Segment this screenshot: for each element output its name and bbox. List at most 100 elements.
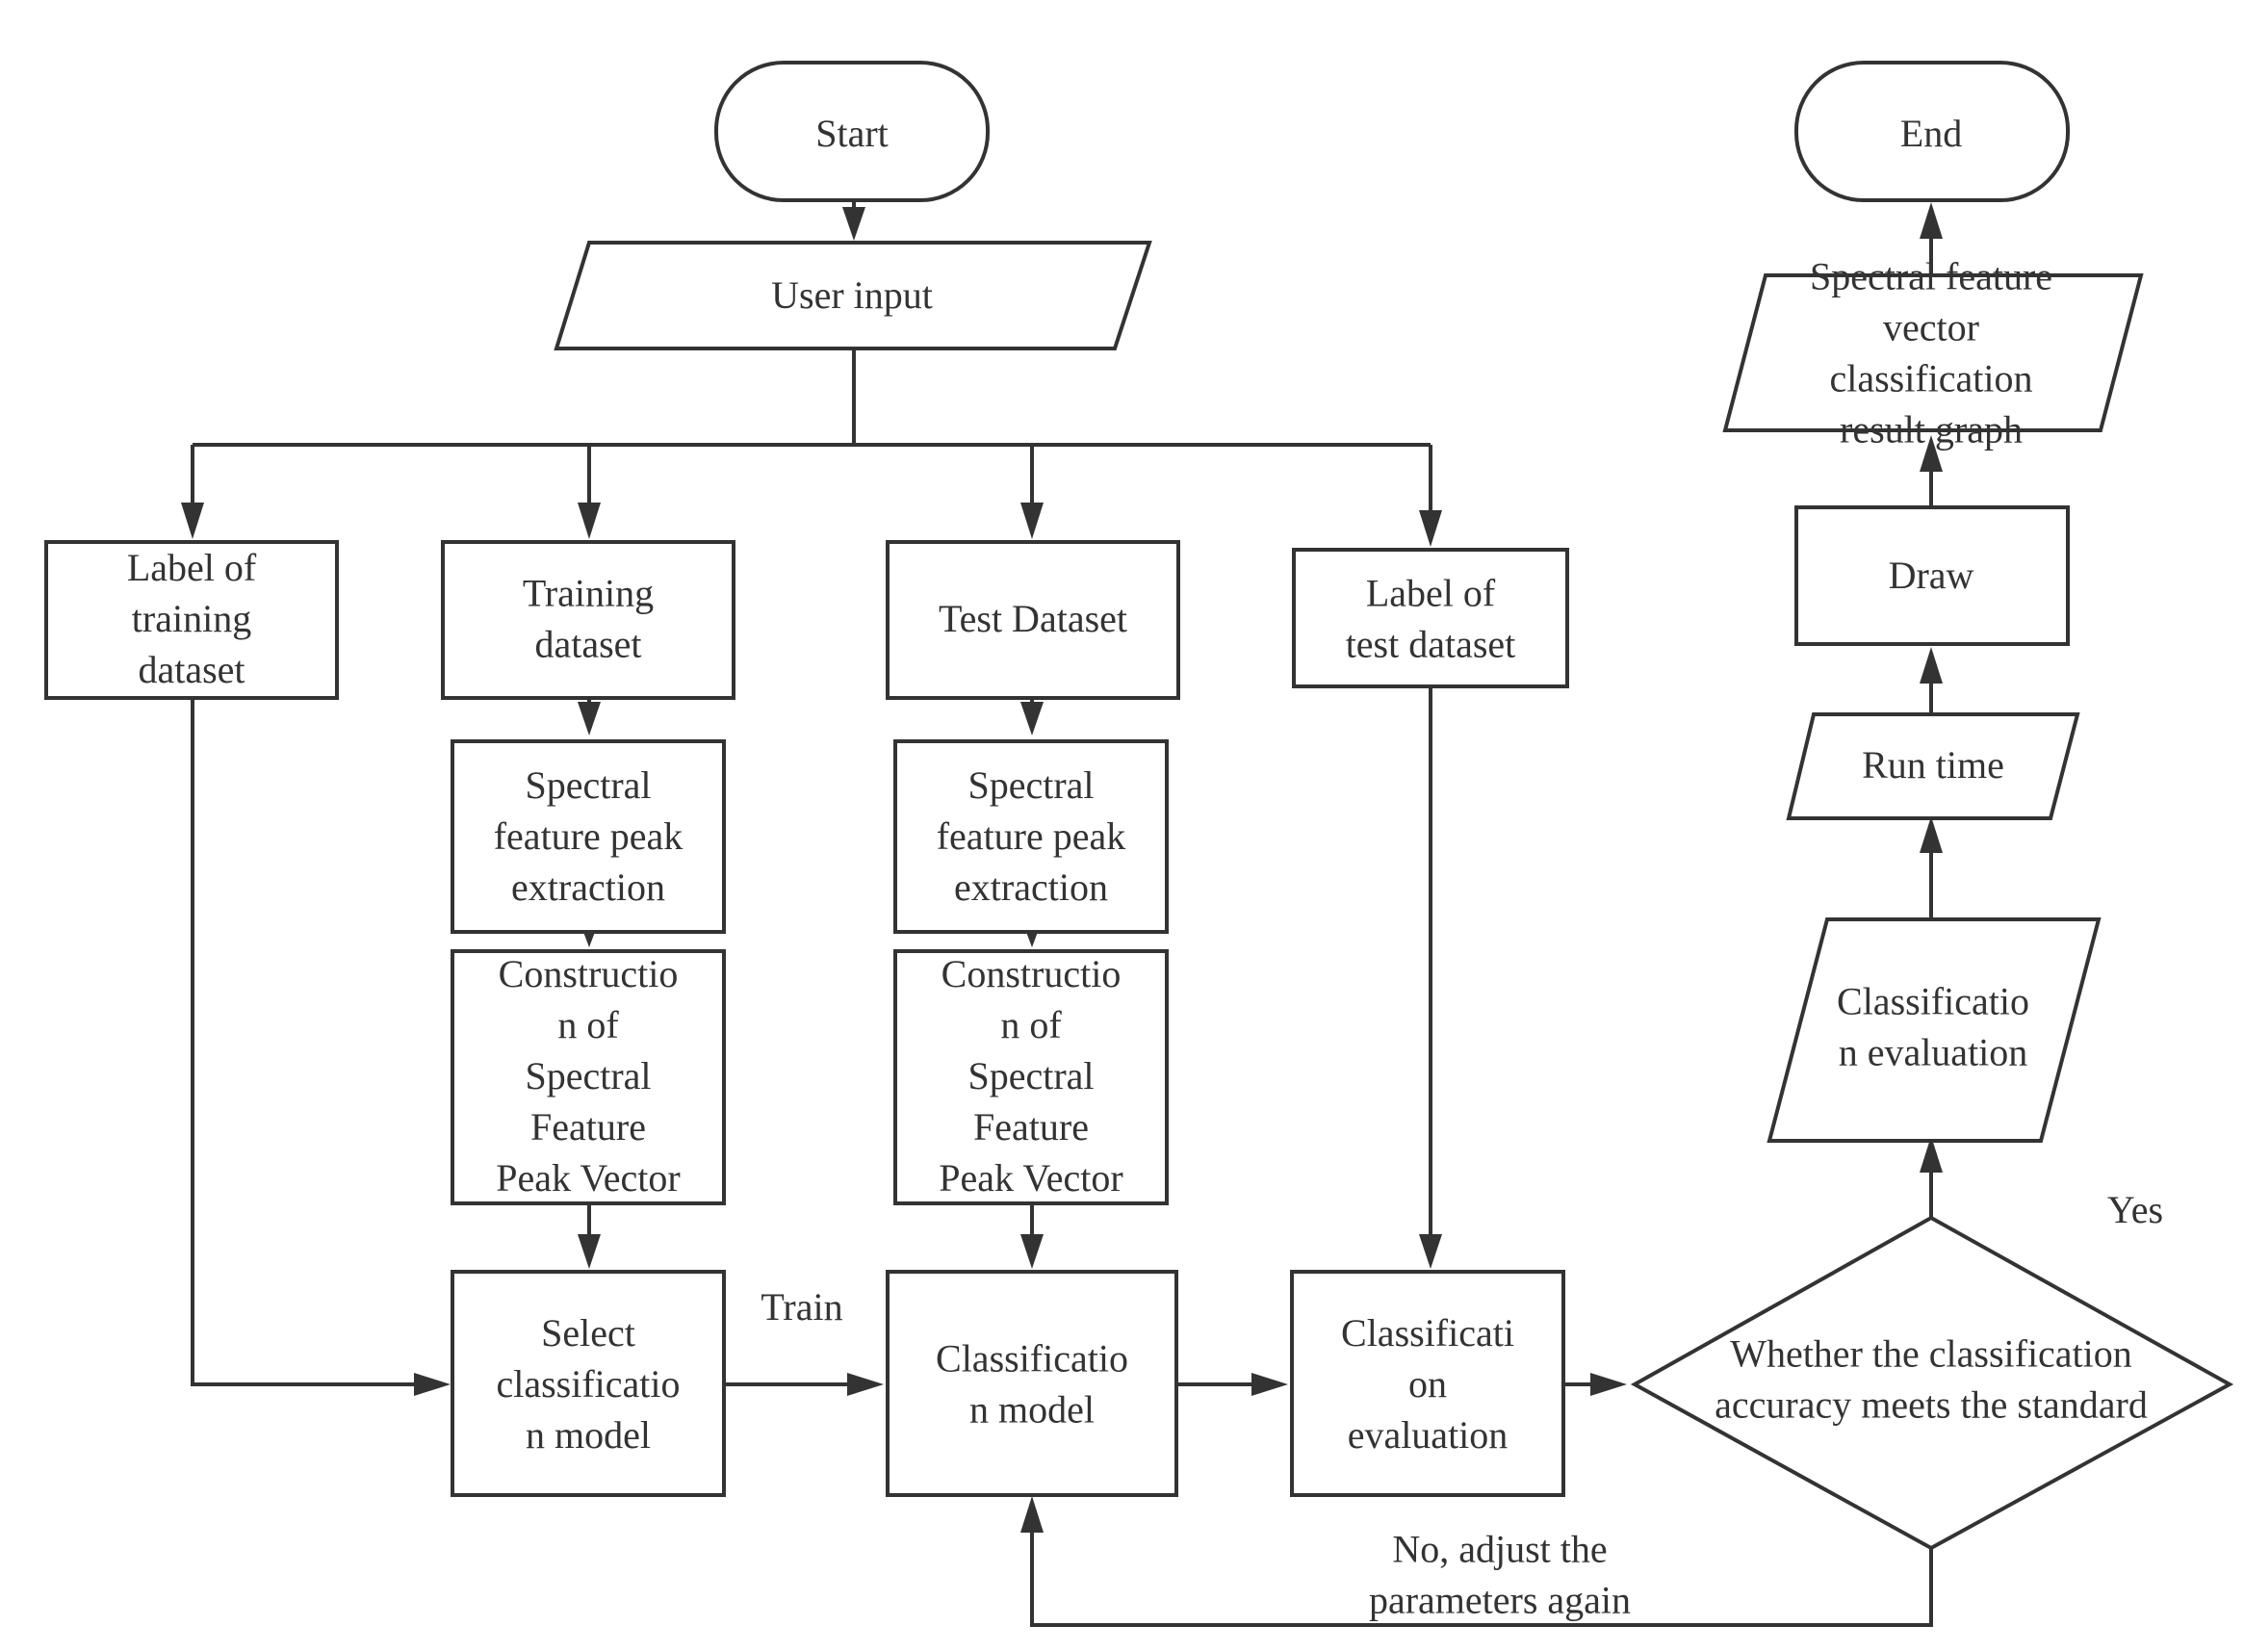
label-line: Spectral feature bbox=[1810, 255, 2052, 298]
label-line: extraction bbox=[954, 865, 1108, 909]
label-line: dataset bbox=[138, 648, 245, 691]
label-line: n evaluation bbox=[1839, 1031, 2028, 1074]
label-line: Spectral bbox=[525, 1054, 651, 1097]
select-model-box bbox=[451, 1270, 726, 1497]
user-input-label: User input bbox=[771, 273, 933, 317]
label-line: Feature bbox=[973, 1105, 1089, 1149]
classification-model-label: Classificatio n model bbox=[936, 1337, 1128, 1432]
arrowhead-down bbox=[1020, 702, 1044, 736]
label-line: n of bbox=[557, 1003, 619, 1046]
label-line: Constructio bbox=[941, 952, 1122, 995]
edge-label-yes: Yes bbox=[2107, 1188, 2163, 1231]
label-line: feature peak bbox=[494, 814, 684, 858]
test-dataset-label: Test Dataset bbox=[939, 597, 1127, 640]
label-line: Classificatio bbox=[1837, 980, 2029, 1023]
classification-model-box bbox=[886, 1270, 1178, 1497]
label-line: Label of bbox=[127, 546, 257, 589]
arrowhead-down bbox=[1419, 510, 1442, 547]
arrowhead-down bbox=[1419, 1234, 1442, 1269]
label-line: accuracy meets the standard bbox=[1715, 1383, 2148, 1427]
construct-train-box bbox=[451, 949, 726, 1205]
label-line: Select bbox=[541, 1311, 635, 1355]
label-line: Spectral bbox=[525, 763, 651, 807]
label-line: classificatio bbox=[496, 1362, 680, 1406]
label-line: Run time bbox=[1862, 743, 2004, 787]
arrowhead-up bbox=[1920, 816, 1943, 853]
edge-decision-no bbox=[1030, 1521, 1933, 1627]
label-line: Label of bbox=[1366, 572, 1496, 615]
arrowhead-right bbox=[1590, 1373, 1627, 1396]
label-line: Classificati bbox=[1341, 1311, 1514, 1355]
run-time-label: Run time bbox=[1862, 743, 2004, 787]
select-model-label: Select classificatio n model bbox=[496, 1311, 680, 1457]
nodes bbox=[44, 61, 2234, 1551]
label-line: n model bbox=[526, 1413, 651, 1457]
label-line: feature peak bbox=[937, 814, 1126, 858]
arrowhead-down bbox=[578, 702, 601, 736]
label-line: on bbox=[1408, 1362, 1447, 1406]
start-label: Start bbox=[815, 112, 889, 155]
label-line: training bbox=[132, 597, 251, 640]
label-line: Feature bbox=[530, 1105, 646, 1149]
label-line: End bbox=[1900, 112, 1962, 155]
eval-output-label: Classificatio n evaluation bbox=[1837, 980, 2029, 1074]
label-line: User input bbox=[771, 273, 933, 317]
label-line: Peak Vector bbox=[496, 1156, 680, 1200]
arrowhead-down bbox=[578, 1234, 601, 1269]
user-input-parallelogram bbox=[554, 241, 1152, 350]
arrowhead-up bbox=[1920, 647, 1943, 684]
label-line: Yes bbox=[2107, 1188, 2163, 1231]
classification-eval-box bbox=[1290, 1270, 1565, 1497]
label-line: n of bbox=[1000, 1003, 1062, 1046]
label-test-box bbox=[1292, 548, 1569, 688]
end-label: End bbox=[1900, 112, 1962, 155]
label-line: Training bbox=[523, 572, 654, 615]
arrowheads bbox=[181, 202, 1943, 1533]
label-training-label: Label of training dataset bbox=[127, 546, 257, 691]
arrowhead-down bbox=[181, 503, 204, 539]
edge-label-no: No, adjust the parameters again bbox=[1369, 1528, 1631, 1622]
label-line: result graph bbox=[1840, 408, 2023, 452]
end-terminal bbox=[1794, 61, 2070, 202]
label-test-label: Label of test dataset bbox=[1346, 572, 1516, 666]
construct-test-box bbox=[893, 949, 1169, 1205]
label-line: n model bbox=[969, 1388, 1095, 1432]
label-line: No, adjust the bbox=[1392, 1528, 1607, 1571]
edge-label-training-select bbox=[191, 698, 424, 1386]
label-line: Draw bbox=[1889, 554, 1974, 597]
label-line: extraction bbox=[511, 865, 665, 909]
arrowhead-down bbox=[578, 503, 601, 539]
draw-box bbox=[1794, 505, 2070, 646]
arrowhead-down bbox=[842, 207, 865, 241]
test-dataset-box bbox=[886, 540, 1180, 700]
arrowhead-up bbox=[1920, 1136, 1943, 1173]
arrowhead-right bbox=[847, 1373, 884, 1396]
label-line: dataset bbox=[534, 623, 641, 666]
decision-diamond bbox=[1630, 1215, 2234, 1551]
label-line: Start bbox=[815, 112, 889, 155]
arrowhead-down bbox=[1020, 1234, 1044, 1269]
arrowhead-down bbox=[1020, 503, 1044, 539]
label-line: Spectral bbox=[967, 1054, 1094, 1097]
label-line: parameters again bbox=[1369, 1579, 1631, 1622]
label-line: Classificatio bbox=[936, 1337, 1128, 1381]
label-line: Constructio bbox=[499, 952, 679, 995]
training-dataset-label: Training dataset bbox=[523, 572, 654, 666]
eval-output-parallelogram bbox=[1767, 917, 2102, 1143]
extract-train-label: Spectral feature peak extraction bbox=[494, 763, 684, 909]
result-graph-parallelogram bbox=[1722, 273, 2144, 432]
arrowhead-right bbox=[414, 1373, 451, 1396]
edge-label-train: Train bbox=[761, 1285, 842, 1329]
label-line: test dataset bbox=[1346, 623, 1516, 666]
label-line: Test Dataset bbox=[939, 597, 1127, 640]
label-line: Peak Vector bbox=[939, 1156, 1122, 1200]
start-terminal bbox=[714, 61, 990, 202]
arrowhead-right bbox=[1251, 1373, 1288, 1396]
